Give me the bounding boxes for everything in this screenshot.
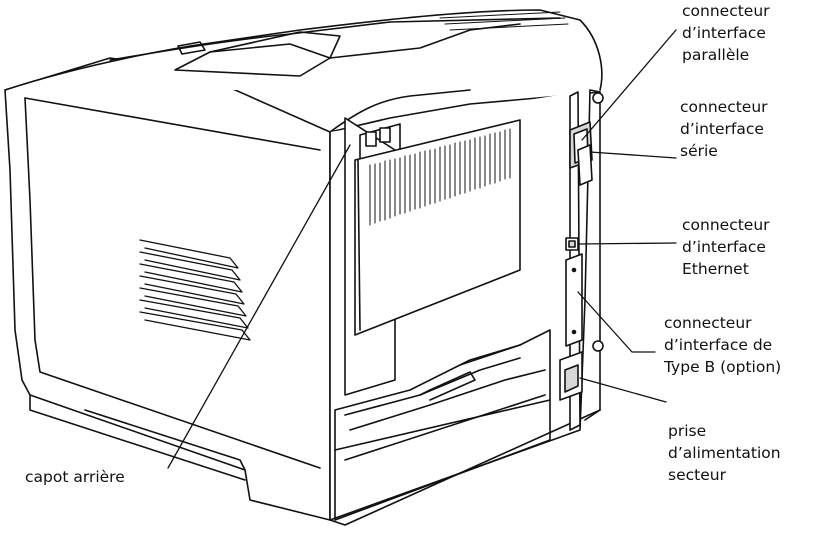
label-ethernet-connector: connecteur d’interface Ethernet	[682, 216, 770, 278]
callout-lines	[167, 29, 677, 469]
label-rear-cover: capot arrière	[25, 468, 125, 486]
printer-illustration	[4, 9, 604, 526]
label-serial-connector: connecteur d’interface série	[680, 98, 768, 160]
label-power-inlet: prise d’alimentation secteur	[668, 422, 781, 484]
label-parallel-connector: connecteur d’interface parallèle	[682, 2, 770, 64]
leader-rear-cover	[167, 144, 351, 469]
side-vents	[139, 239, 251, 341]
leader-power	[579, 377, 667, 403]
leader-ethernet	[577, 242, 677, 245]
leader-parallel	[581, 29, 677, 141]
label-typeb-connector: connecteur d’interface de Type B (option…	[664, 314, 782, 376]
leader-typeb	[577, 291, 656, 353]
rear-cover-vents	[369, 128, 511, 226]
leader-serial	[589, 151, 677, 159]
